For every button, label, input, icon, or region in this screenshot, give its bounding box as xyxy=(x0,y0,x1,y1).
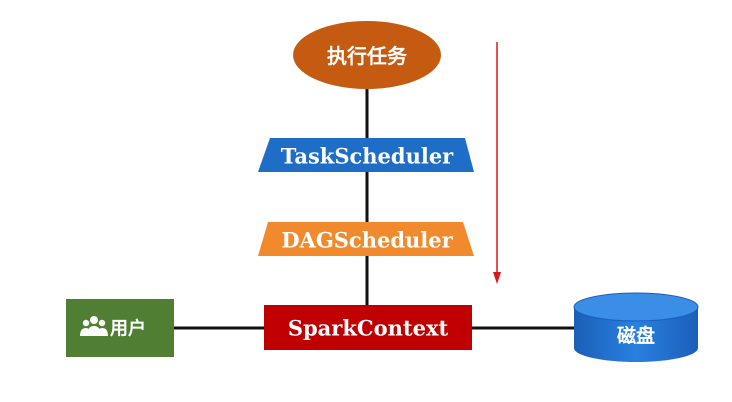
node-dag-scheduler: DAGScheduler xyxy=(258,222,474,256)
disk-label: 磁盘 xyxy=(617,324,655,347)
flow-direction-arrow xyxy=(493,42,501,284)
dag-scheduler-label: DAGScheduler xyxy=(281,228,453,253)
node-spark-context: SparkContext xyxy=(264,305,472,350)
users-icon xyxy=(80,316,108,336)
node-disk: 磁盘 xyxy=(573,292,699,362)
task-scheduler-label: TaskScheduler xyxy=(281,144,454,169)
node-execute-task: 执行任务 xyxy=(293,21,441,89)
node-user: 用户 xyxy=(66,299,174,357)
user-label: 用户 xyxy=(110,318,146,340)
connectors xyxy=(174,88,574,330)
node-task-scheduler: TaskScheduler xyxy=(258,138,474,172)
spark-context-label: SparkContext xyxy=(288,316,449,341)
execute-task-label: 执行任务 xyxy=(327,44,408,68)
